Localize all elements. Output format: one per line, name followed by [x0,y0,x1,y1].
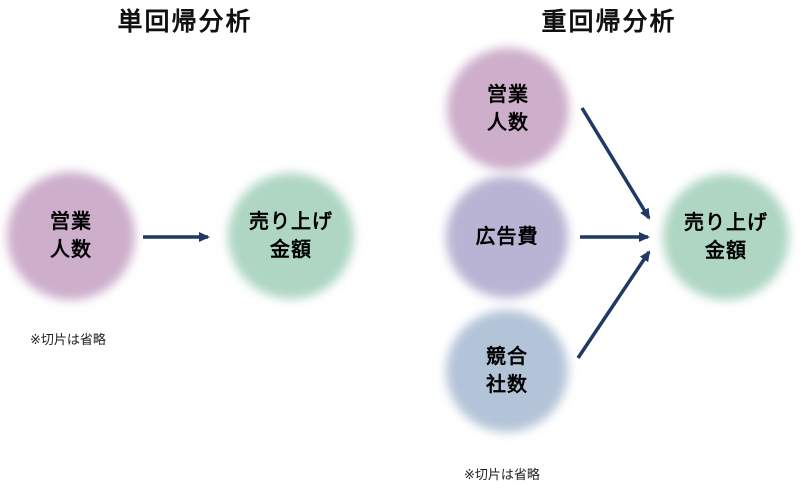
node-ad-cost: 広告費 [446,176,568,298]
node-sales-people-right: 営業 人数 [447,48,569,170]
left-intercept-note: ※切片は省略 [30,332,106,347]
node-sales-people-left: 営業 人数 [7,172,135,300]
node-competitors: 競合 社数 [446,310,568,432]
node-label: 売り上げ 金額 [684,212,768,262]
node-label: 売り上げ 金額 [249,211,333,261]
node-label: 広告費 [475,226,539,248]
arrow-right-competitors-to-sales-amount [576,250,651,359]
node-label: 営業 人数 [50,211,92,261]
right-panel-title: 重回帰分析 [541,8,677,36]
left-panel-title: 単回帰分析 [117,8,253,36]
right-intercept-note: ※切片は省略 [464,467,540,482]
node-label: 競合 社数 [486,346,528,396]
node-sales-amount-left: 売り上げ 金額 [228,173,354,299]
node-sales-amount-right: 売り上げ 金額 [663,174,789,300]
arrow-right-sales-people-to-sales-amount [580,107,651,220]
node-label: 営業 人数 [487,84,529,134]
